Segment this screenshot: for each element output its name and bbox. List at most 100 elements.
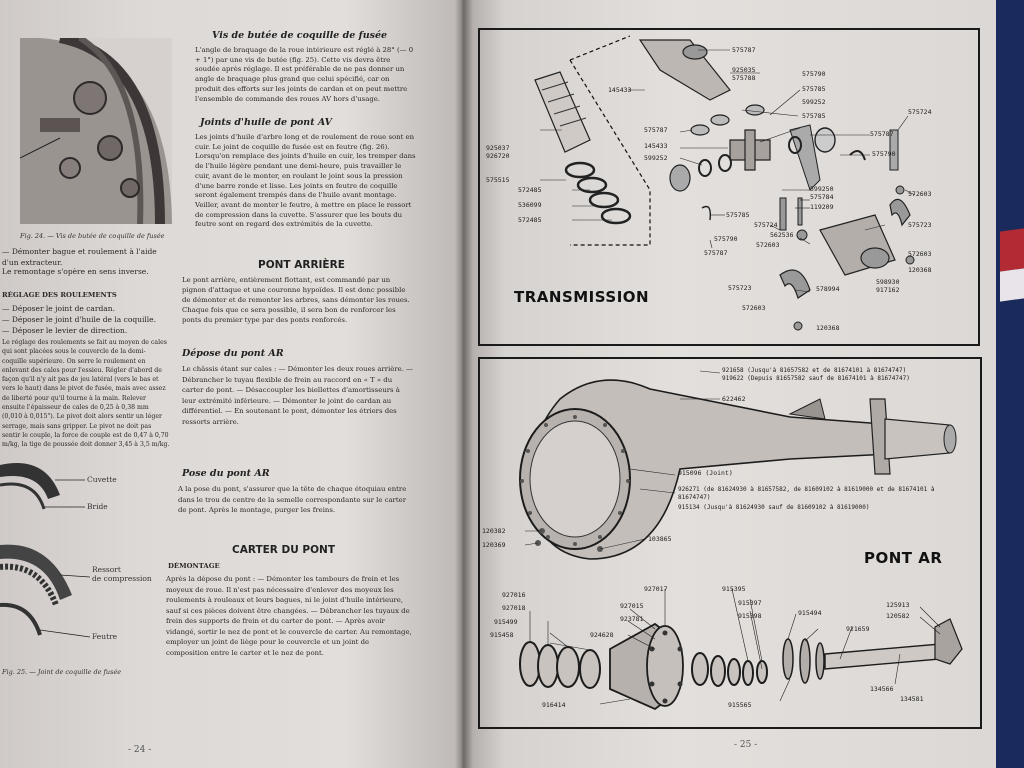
left-page: Fig. 24. — Vis de butée de coquille de f…	[0, 0, 462, 768]
transmission-part-label: 575787	[644, 126, 668, 134]
label-ressort: Ressort de compression	[92, 565, 152, 583]
transmission-part-label: 575724	[754, 221, 778, 229]
label-bride: Bride	[87, 502, 108, 511]
pont-part-label: 915096 (Joint)	[678, 469, 733, 477]
joint-coquille-diagram: Cuvette Bride Ressort de compression Feu…	[0, 455, 175, 670]
transmission-part-label: 120368	[908, 266, 932, 274]
transmission-part-label: 575785	[802, 85, 826, 93]
pont-part-label: 120382	[482, 527, 506, 535]
transmission-part-label: 925037	[486, 144, 510, 152]
section-pont-arriere-body: Le pont arrière, entièrement flottant, e…	[182, 276, 410, 324]
pont-part-label: 125913	[886, 601, 910, 609]
transmission-part-label: 575787	[704, 249, 728, 257]
pont-part-label: 915395	[722, 585, 746, 593]
section-carter-sub: DÉMONTAGE	[168, 562, 220, 570]
right-page: 575787 925035 575788 575790 575785 59925…	[462, 0, 1000, 768]
transmission-part-label: 575790	[872, 150, 896, 158]
section-carter-title: CARTER DU PONT	[232, 544, 335, 556]
pont-part-label: 103865	[648, 535, 672, 543]
left-column-paragraph-3: — Déposer le joint de cardan.	[2, 304, 115, 313]
pont-part-label: 921659	[846, 625, 870, 633]
transmission-part-label: 598930	[876, 278, 900, 286]
transmission-exploded-view	[534, 35, 916, 331]
section-joints-huile-title: Joints d'huile de pont AV	[200, 117, 332, 128]
pont-part-label: 120582	[886, 612, 910, 620]
pont-part-label: 921658 (Jusqu'à 81657582 et de 81674101 …	[722, 367, 907, 374]
pont-part-label: 134581	[900, 695, 924, 703]
pont-part-label: 622462	[722, 395, 746, 403]
section-pont-arriere-title: PONT ARRIÈRE	[258, 259, 345, 271]
pont-part-label: 916414	[542, 701, 566, 709]
transmission-part-label: 575787	[732, 46, 756, 54]
book-gutter	[455, 0, 473, 768]
transmission-part-label: 572603	[908, 250, 932, 258]
section-pose-body: A la pose du pont, s'assurer que la tête…	[178, 485, 407, 515]
transmission-part-label: 575784	[810, 193, 834, 201]
pont-part-label: 927016	[502, 591, 526, 599]
transmission-part-label: 572485	[518, 216, 542, 224]
transmission-part-label: 917162	[876, 286, 900, 294]
pont-part-label: 927017	[644, 585, 668, 593]
transmission-part-label: 575723	[728, 284, 752, 292]
transmission-part-label: 926720	[486, 152, 510, 160]
left-column-paragraph-6: Le réglage des roulements se fait au moy…	[2, 339, 170, 449]
left-column-paragraph-1: — Démonter bague et roulement à l'aide d…	[2, 247, 157, 267]
section-depose-title: Dépose du pont AR	[182, 348, 284, 359]
transmission-part-label: 578994	[816, 285, 840, 293]
pont-part-label: 924628	[590, 631, 614, 639]
pont-part-label: 915458	[490, 631, 514, 639]
transmission-title: TRANSMISSION	[514, 288, 650, 306]
transmission-part-label: 599252	[644, 154, 668, 162]
transmission-part-label: 575790	[714, 235, 738, 243]
section-vis-butee-title: Vis de butée de coquille de fusée	[212, 30, 388, 41]
left-column-paragraph-2: Le remontage s'opère en sens inverse.	[2, 267, 149, 276]
transmission-part-label: 599250	[810, 185, 834, 193]
transmission-part-label: 575723	[908, 221, 932, 229]
pont-part-label: 927018	[502, 604, 526, 612]
transmission-part-label: 562536	[770, 231, 794, 239]
pont-part-label: 915397	[738, 599, 762, 607]
pont-part-label: 927015	[620, 602, 644, 610]
pont-part-label: 919622 (Depuis 81657582 sauf de 81674101…	[722, 375, 910, 382]
transmission-part-label: 572603	[756, 241, 780, 249]
section-carter-body: Après la dépose du pont : — Démonter les…	[166, 575, 412, 657]
pont-part-label: 915499	[494, 618, 518, 626]
pont-part-label: 120369	[482, 541, 506, 549]
transmission-diagram-box: 575787 925035 575788 575790 575785 59925…	[478, 28, 980, 346]
fusee-photo	[20, 38, 172, 224]
transmission-part-label: 599252	[802, 98, 826, 106]
transmission-part-label: 575785	[802, 112, 826, 120]
fig-caption-bottom: Fig. 25. — Joint de coquille de fusée	[2, 668, 122, 676]
pont-part-label: 134566	[870, 685, 894, 693]
pont-ar-exploded-view	[519, 370, 963, 711]
section-depose-body: Le châssis étant sur cales : — Démonter …	[182, 365, 414, 426]
transmission-part-label: 925035	[732, 66, 756, 74]
background-flag-red	[1000, 228, 1024, 272]
transmission-part-label: 575724	[908, 108, 932, 116]
left-column-paragraph-5: — Déposer le levier de direction.	[2, 326, 128, 335]
right-page-number: - 25 -	[734, 740, 758, 750]
pont-ar-title: PONT AR	[864, 549, 943, 567]
background-flag-blue	[996, 0, 1024, 768]
left-page-number: - 24 -	[128, 745, 152, 755]
background-flag-white	[1000, 268, 1024, 302]
pont-part-label: 915134 (Jusqu'à 81624930 sauf de 8160910…	[678, 504, 870, 511]
transmission-part-label: 575790	[802, 70, 826, 78]
pont-part-label: 926271 (de 81624930 à 81657582, de 81609…	[678, 486, 935, 501]
transmission-part-label: 536099	[518, 201, 542, 209]
section-pose-title: Pose du pont AR	[182, 468, 270, 479]
label-cuvette: Cuvette	[87, 475, 117, 484]
section-vis-butee-body: L'angle de braquage de la roue intérieur…	[195, 46, 414, 103]
transmission-part-label: 572603	[742, 304, 766, 312]
pont-part-label: 923781	[620, 615, 644, 623]
left-column-heading-reglage: RÉGLAGE DES ROULEMENTS	[2, 291, 117, 299]
fig-caption-top: Fig. 24. — Vis de butée de coquille de f…	[20, 232, 165, 240]
transmission-part-label: 575515	[486, 176, 510, 184]
pont-ar-diagram-box: 921658 (Jusqu'à 81657582 et de 81674101 …	[478, 357, 982, 729]
transmission-part-label: 119209	[810, 203, 834, 211]
pont-part-label: 915565	[728, 701, 752, 709]
transmission-part-label: 572485	[518, 186, 542, 194]
transmission-part-label: 145433	[644, 142, 668, 150]
label-feutre: Feutre	[92, 632, 118, 641]
transmission-part-label: 575787	[870, 130, 894, 138]
